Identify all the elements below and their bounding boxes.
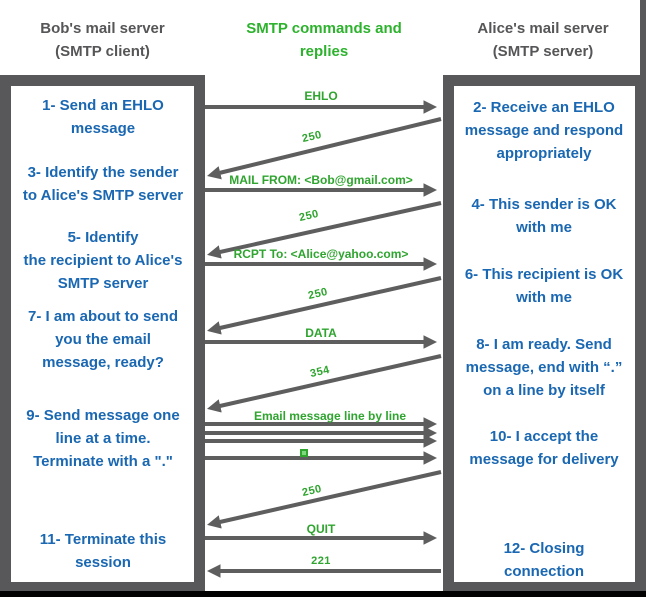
client-box <box>0 75 205 593</box>
arrow-reply-250-1 <box>207 117 442 180</box>
dot-terminator-icon <box>300 449 308 457</box>
server-step-10: 10- I accept the message for delivery <box>469 428 619 468</box>
label-250-2: 250 <box>297 207 321 225</box>
client-step-9: 9- Send message one line at a time. Term… <box>26 407 180 470</box>
label-email-lines: Email message line by line <box>253 409 407 423</box>
server-step-2: 2- Receive an EHLO message and respond a… <box>464 99 624 162</box>
label-data: DATA <box>305 326 337 340</box>
client-header: Bob's mail server (SMTP client) <box>40 20 165 60</box>
label-250-3: 250 <box>306 285 330 303</box>
arrow-reply-250-4 <box>207 470 442 529</box>
client-step-1: 1- Send an EHLO message <box>42 97 164 137</box>
client-step-7: 7- I am about to send you the email mess… <box>27 308 178 371</box>
commands-header: SMTP commands and replies <box>246 20 402 60</box>
label-250-1: 250 <box>300 128 324 146</box>
label-rcpt-to: RCPT To: <Alice@yahoo.com> <box>233 247 409 261</box>
label-ehlo: EHLO <box>304 89 338 103</box>
client-step-5: 5- Identify the recipient to Alice's SMT… <box>23 229 183 292</box>
label-221: 221 <box>311 555 331 567</box>
label-mail-from: MAIL FROM: <Bob@gmail.com> <box>229 173 413 187</box>
label-250-4: 250 <box>300 482 324 500</box>
label-354: 354 <box>308 363 332 381</box>
client-step-11: 11- Terminate this session <box>39 531 167 571</box>
server-step-8: 8- I am ready. Send message, end with “.… <box>465 336 623 399</box>
server-step-6: 6- This recipient is OK with me <box>464 266 624 306</box>
window-edge-strip <box>640 0 646 80</box>
server-box <box>443 75 646 593</box>
client-step-3: 3- Identify the sender to Alice's SMTP s… <box>22 164 184 204</box>
bottom-bar <box>0 591 646 597</box>
server-step-12: 12- Closing connection <box>503 540 585 580</box>
server-step-4: 4- This sender is OK with me <box>471 196 617 236</box>
server-header: Alice's mail server (SMTP server) <box>477 20 609 60</box>
label-quit: QUIT <box>306 522 336 536</box>
